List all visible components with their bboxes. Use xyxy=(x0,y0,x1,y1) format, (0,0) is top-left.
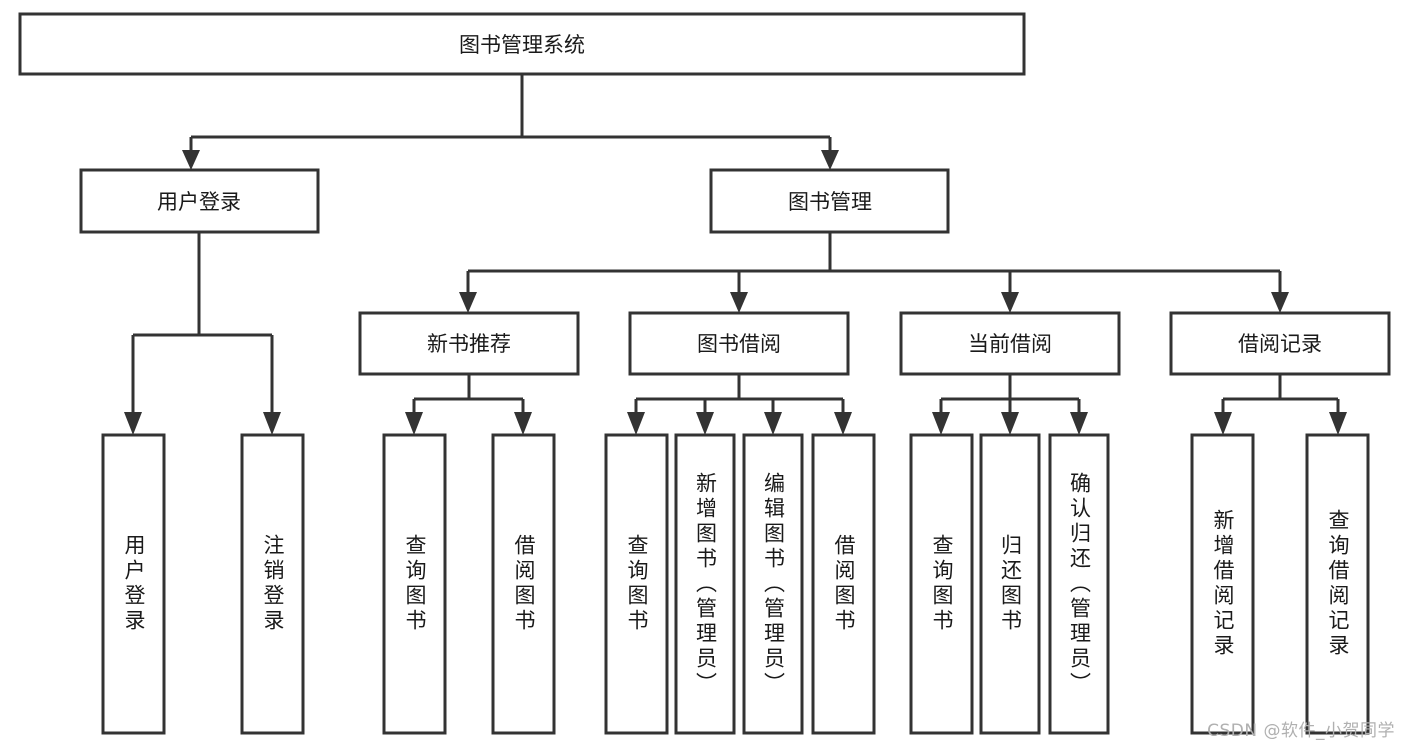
node-book-borrow[interactable]: 图书借阅 xyxy=(628,311,850,376)
arrow-bm-to-book-borrow xyxy=(730,292,748,313)
node-leaf-query-book-3-box[interactable] xyxy=(909,433,974,735)
node-leaf-edit-book[interactable] xyxy=(742,433,804,735)
node-current-borrow[interactable]: 当前借阅 xyxy=(899,311,1121,376)
node-leaf-confirm-return-box[interactable] xyxy=(1048,433,1110,735)
arrow-bm-to-borrow-record xyxy=(1271,292,1289,313)
arrow-bb-to-borrow xyxy=(834,412,852,435)
node-leaf-add-record[interactable] xyxy=(1190,433,1255,735)
node-leaf-query-record-box[interactable] xyxy=(1305,433,1370,735)
node-leaf-borrow-book-2[interactable] xyxy=(811,433,876,735)
connector-group-current-borrow xyxy=(932,374,1088,435)
node-leaf-user-login[interactable] xyxy=(101,433,166,735)
arrow-ul-to-leaf-logout xyxy=(263,412,281,435)
node-book-borrow-box[interactable] xyxy=(628,311,850,376)
connector-group-new-book-rec xyxy=(405,374,532,435)
node-new-book-rec-label: 新书推荐 xyxy=(427,332,511,356)
node-root-label: 图书管理系统 xyxy=(459,33,585,57)
node-leaf-borrow-book-1[interactable] xyxy=(491,433,556,735)
node-leaf-query-book-1-box[interactable] xyxy=(382,433,447,735)
node-root-box[interactable] xyxy=(18,12,1026,76)
arrow-br-to-add xyxy=(1214,412,1232,435)
arrow-bb-to-edit xyxy=(764,412,782,435)
arrow-nbr-to-borrow xyxy=(514,412,532,435)
node-book-manage-label: 图书管理 xyxy=(788,190,872,214)
node-book-manage-box[interactable] xyxy=(709,168,950,234)
node-borrow-record[interactable]: 借阅记录 xyxy=(1169,311,1391,376)
node-leaf-query-book-3[interactable] xyxy=(909,433,974,735)
connector-group-book-manage xyxy=(459,232,1289,313)
node-leaf-query-book-2-box[interactable] xyxy=(604,433,669,735)
node-leaf-return-book-box[interactable] xyxy=(979,433,1041,735)
node-leaf-confirm-return[interactable] xyxy=(1048,433,1110,735)
node-borrow-record-box[interactable] xyxy=(1169,311,1391,376)
arrow-bm-to-new-book-rec xyxy=(459,292,477,313)
node-user-login-label: 用户登录 xyxy=(157,190,241,214)
node-leaf-add-book[interactable] xyxy=(674,433,736,735)
node-borrow-record-label: 借阅记录 xyxy=(1238,332,1322,356)
node-leaf-logout[interactable] xyxy=(240,433,305,735)
arrow-bb-to-add xyxy=(696,412,714,435)
node-leaf-borrow-book-1-box[interactable] xyxy=(491,433,556,735)
node-current-borrow-box[interactable] xyxy=(899,311,1121,376)
connector-group-book-borrow xyxy=(627,374,852,435)
connector-group-borrow-record xyxy=(1214,374,1347,435)
connector-group-user-login xyxy=(124,232,281,435)
node-user-login[interactable]: 用户登录 xyxy=(79,168,320,234)
node-leaf-edit-book-box[interactable] xyxy=(742,433,804,735)
node-leaf-query-book-1[interactable] xyxy=(382,433,447,735)
node-current-borrow-label: 当前借阅 xyxy=(968,332,1052,356)
arrow-cb-to-return xyxy=(1001,412,1019,435)
node-leaf-borrow-book-2-box[interactable] xyxy=(811,433,876,735)
node-leaf-add-record-box[interactable] xyxy=(1190,433,1255,735)
arrow-cb-to-confirm xyxy=(1070,412,1088,435)
watermark-text: CSDN @软件_小贺同学 xyxy=(1207,721,1395,741)
node-leaf-query-record[interactable] xyxy=(1305,433,1370,735)
node-leaf-user-login-box[interactable] xyxy=(101,433,166,735)
node-leaf-logout-box[interactable] xyxy=(240,433,305,735)
node-new-book-rec[interactable]: 新书推荐 xyxy=(358,311,580,376)
node-new-book-rec-box[interactable] xyxy=(358,311,580,376)
node-root[interactable]: 图书管理系统 xyxy=(18,12,1026,76)
arrow-br-to-query xyxy=(1329,412,1347,435)
arrow-root-to-book-manage xyxy=(821,150,839,170)
node-leaf-query-book-2[interactable] xyxy=(604,433,669,735)
arrow-ul-to-leaf-user-login xyxy=(124,412,142,435)
arrow-bb-to-query xyxy=(627,412,645,435)
node-user-login-box[interactable] xyxy=(79,168,320,234)
node-leaf-return-book[interactable] xyxy=(979,433,1041,735)
connector-group-root xyxy=(182,74,839,170)
node-book-borrow-label: 图书借阅 xyxy=(697,332,781,356)
node-book-manage[interactable]: 图书管理 xyxy=(709,168,950,234)
arrow-root-to-user-login xyxy=(182,150,200,170)
arrow-nbr-to-query xyxy=(405,412,423,435)
arrow-cb-to-query xyxy=(932,412,950,435)
arrow-bm-to-current-borrow xyxy=(1001,292,1019,313)
node-leaf-add-book-box[interactable] xyxy=(674,433,736,735)
